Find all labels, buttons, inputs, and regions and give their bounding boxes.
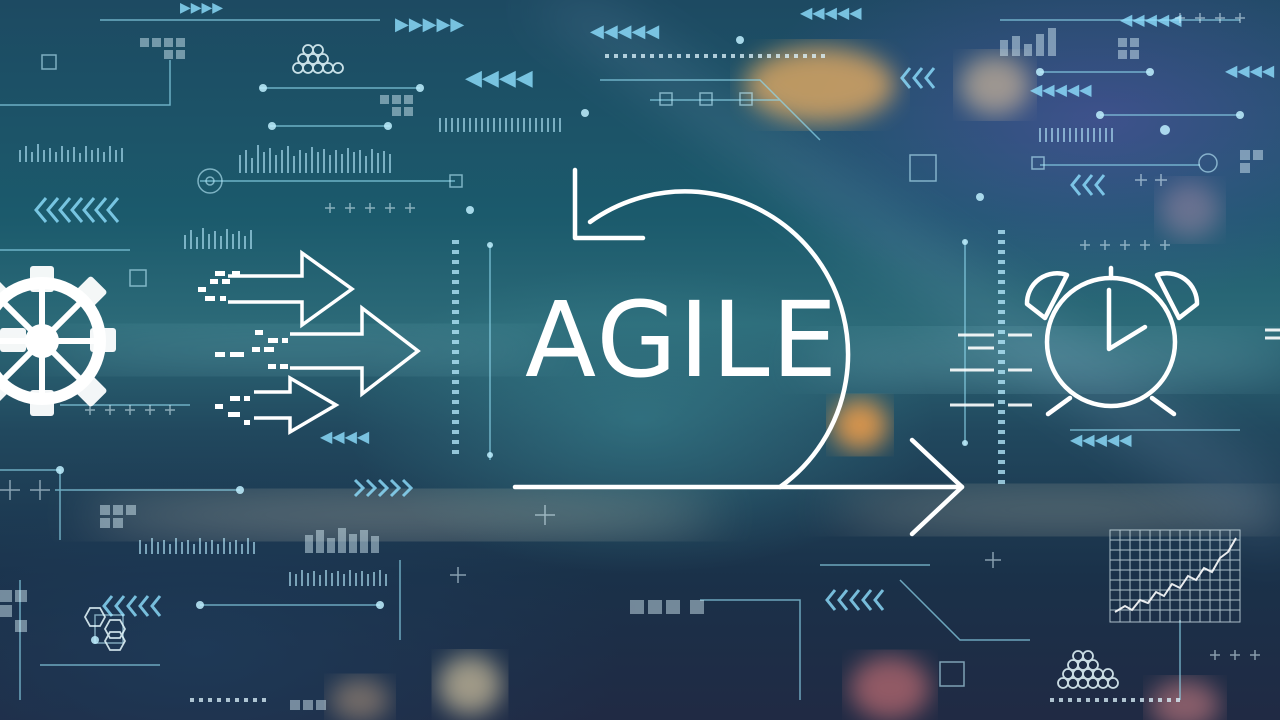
svg-text:▶▶▶▶▶: ▶▶▶▶▶ <box>395 14 464 35</box>
circuit-dots <box>56 36 1244 644</box>
svg-text:▶▶▶▶: ▶▶▶▶ <box>180 0 223 16</box>
circuit-lines <box>0 19 1240 700</box>
chevron-groups: ◀◀◀◀ ◀◀◀◀◀ ▶▶▶▶ ▶▶▶▶▶ ◀◀◀◀◀ ◀◀◀◀◀ ◀◀◀◀◀ … <box>180 0 1275 449</box>
svg-text:◀◀◀◀◀: ◀◀◀◀◀ <box>1030 80 1092 99</box>
pixel-blocks <box>0 28 1263 710</box>
plus-markers <box>0 13 1260 660</box>
svg-text:◀◀◀◀: ◀◀◀◀ <box>320 427 370 446</box>
svg-text:◀◀◀◀◀: ◀◀◀◀◀ <box>1070 430 1132 449</box>
svg-text:◀◀◀◀◀: ◀◀◀◀◀ <box>1120 10 1182 29</box>
vertical-scales <box>452 230 1005 484</box>
svg-text:◀◀◀◀: ◀◀◀◀ <box>465 66 533 91</box>
svg-text:◀◀◀◀◀: ◀◀◀◀◀ <box>590 21 659 42</box>
dotted-lines <box>190 54 1180 702</box>
headline-text: AGILE <box>525 279 840 401</box>
chevron-outline-groups <box>34 67 1106 617</box>
outline-markers <box>41 54 1218 687</box>
svg-text:◀◀◀◀◀: ◀◀◀◀◀ <box>800 3 862 22</box>
bokeh-lights <box>40 0 1280 720</box>
tick-patterns <box>19 118 1113 586</box>
svg-text:◀◀◀◀: ◀◀◀◀ <box>1225 61 1275 80</box>
